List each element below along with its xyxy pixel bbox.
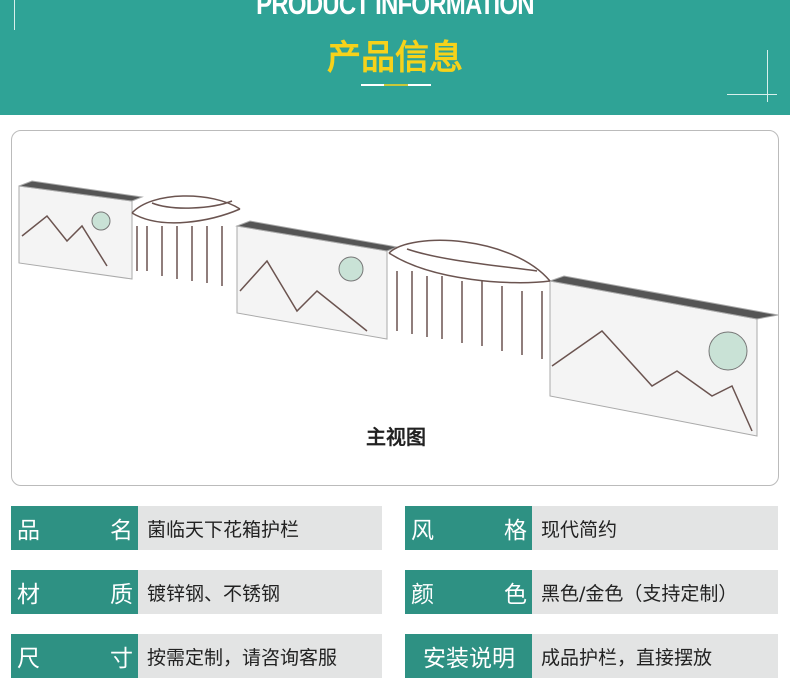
spec-value: 现代简约 [532,506,778,550]
label-char: 品 [17,518,40,544]
spec-row-style: 风格 现代简约 [405,506,778,550]
spec-row-name: 品名 菌临天下花箱护栏 [11,506,382,550]
spec-value: 成品护栏，直接摆放 [532,634,778,678]
label-char: 寸 [110,646,133,672]
label-char: 颜 [411,582,434,608]
fence-illustration [18,180,779,437]
decor-line [767,50,768,102]
header-banner: PRODUCT INFORMATION 产品信息 [0,0,790,115]
product-image-frame: 主视图 [11,130,779,486]
spec-row-material: 材质 镀锌钢、不锈钢 [11,570,382,614]
label-char: 材 [17,582,40,608]
label-char: 格 [504,518,527,544]
title-underline [361,84,431,86]
decor-line [14,0,15,30]
spec-value: 菌临天下花箱护栏 [138,506,382,550]
title-english: PRODUCT INFORMATION [256,0,534,21]
title-chinese: 产品信息 [327,38,463,78]
label-char: 名 [110,518,133,544]
spec-value: 镀锌钢、不锈钢 [138,570,382,614]
label-char: 色 [504,582,527,608]
label-char: 风 [411,518,434,544]
image-caption: 主视图 [366,425,426,449]
spec-label: 尺寸 [11,634,138,678]
spec-label: 安装说明 [405,634,532,678]
spec-label: 品名 [11,506,138,550]
spec-label: 颜色 [405,570,532,614]
label-char: 质 [110,582,133,608]
label-char: 尺 [17,646,40,672]
decor-line [727,94,777,95]
spec-label: 材质 [11,570,138,614]
spec-value: 黑色/金色（支持定制） [532,570,778,614]
spec-row-install: 安装说明 成品护栏，直接摆放 [405,634,778,678]
spec-row-color: 颜色 黑色/金色（支持定制） [405,570,778,614]
spec-value: 按需定制，请咨询客服 [138,634,382,678]
spec-label: 风格 [405,506,532,550]
spec-row-size: 尺寸 按需定制，请咨询客服 [11,634,382,678]
